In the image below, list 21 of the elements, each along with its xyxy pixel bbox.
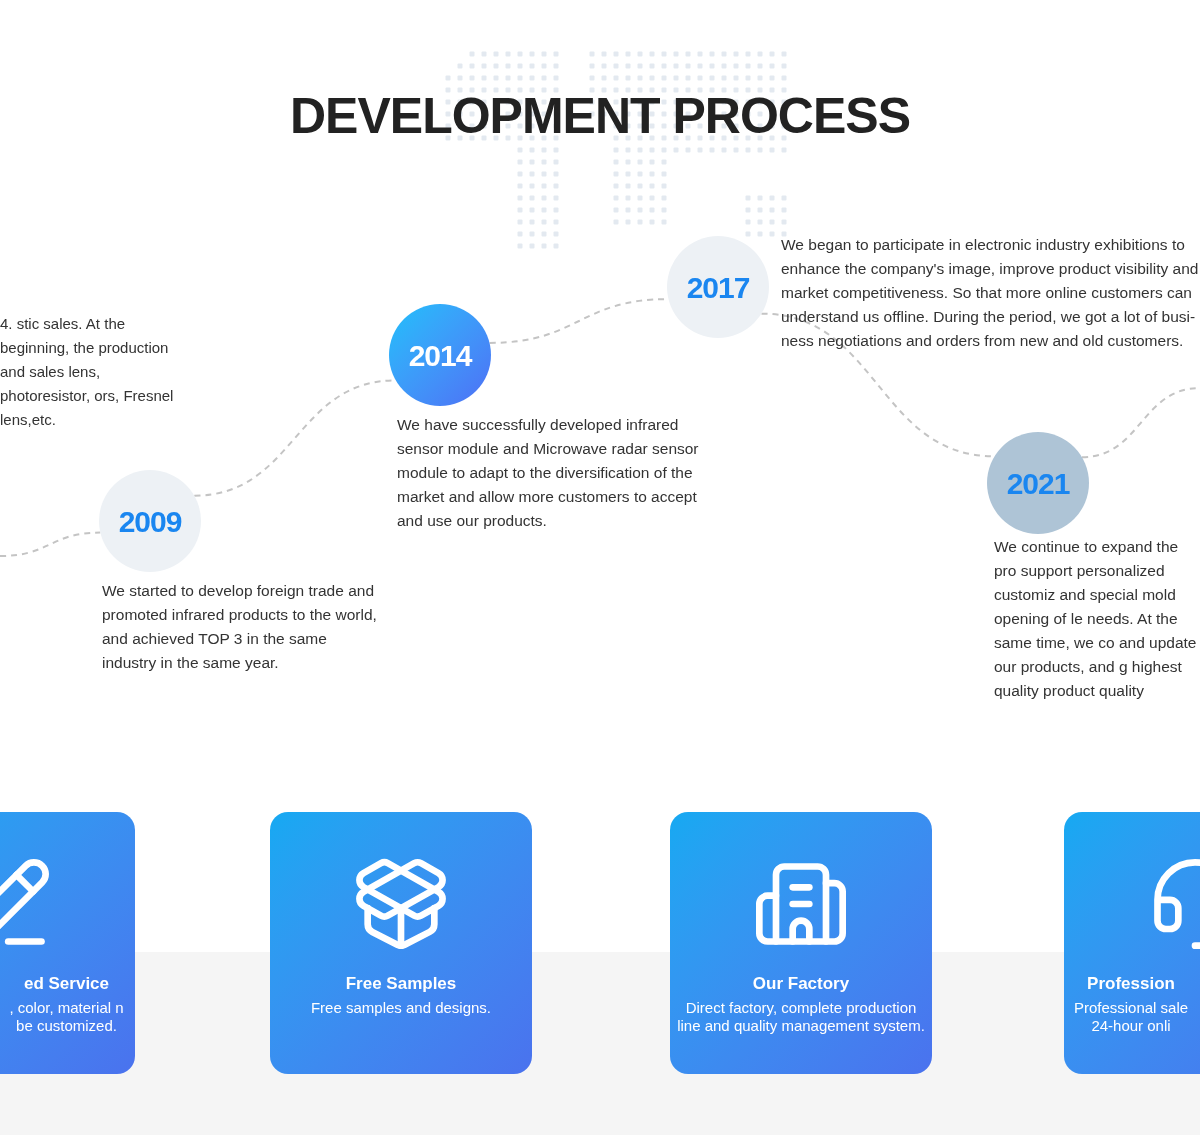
year-label: 2009 [118, 503, 182, 540]
card-title: ed Service [22, 973, 111, 995]
card-description: Free samples and designs. [309, 999, 493, 1017]
feature-card [670, 812, 932, 1074]
milestone-description: We started to develop foreign trade and promoted infrared products to the world, and achieved TOP 3 in the same industry in the same year. [102, 581, 378, 673]
timeline-connector [0, 531, 102, 557]
card-description: Professional sale 24-hour onli [1072, 999, 1190, 1035]
feature-card [270, 812, 532, 1074]
card-description: , color, material n be customized. [8, 999, 125, 1035]
history-paragraph: 4. stic sales. At the beginning, the production and sales lens, photoresistor, ors, Fresnel lens,etc. [0, 314, 175, 430]
card-description: Direct factory, complete production line and quality management system. [676, 999, 926, 1035]
card-title: Profession [1086, 973, 1176, 995]
milestone-description: We began to participate in electronic industry exhibitions to enhance the company's image, improve product visibility and market competitiveness. So that more online customers can understand us offline. During the period, we got a lot of busi-ness negotiations and orders from new and old customers. [781, 235, 1200, 351]
card-title: Free Samples [344, 973, 458, 995]
page-title: DEVELOPMENT PROCESS [289, 87, 911, 146]
card-title: Our Factory [751, 973, 851, 995]
year-label: 2021 [1006, 465, 1070, 502]
milestone-description: We have successfully developed infrared sensor module and Microwave radar sensor module to adapt to the diversification of the market and allow more customers to accept and use our products. [397, 415, 700, 531]
year-label: 2017 [686, 269, 750, 306]
milestone-description: We continue to expand the pro support personalized customiz and special mold opening of le needs. At the same time, we co and update our products, and g highest quality product quality [994, 537, 1198, 701]
year-label: 2014 [408, 337, 472, 374]
